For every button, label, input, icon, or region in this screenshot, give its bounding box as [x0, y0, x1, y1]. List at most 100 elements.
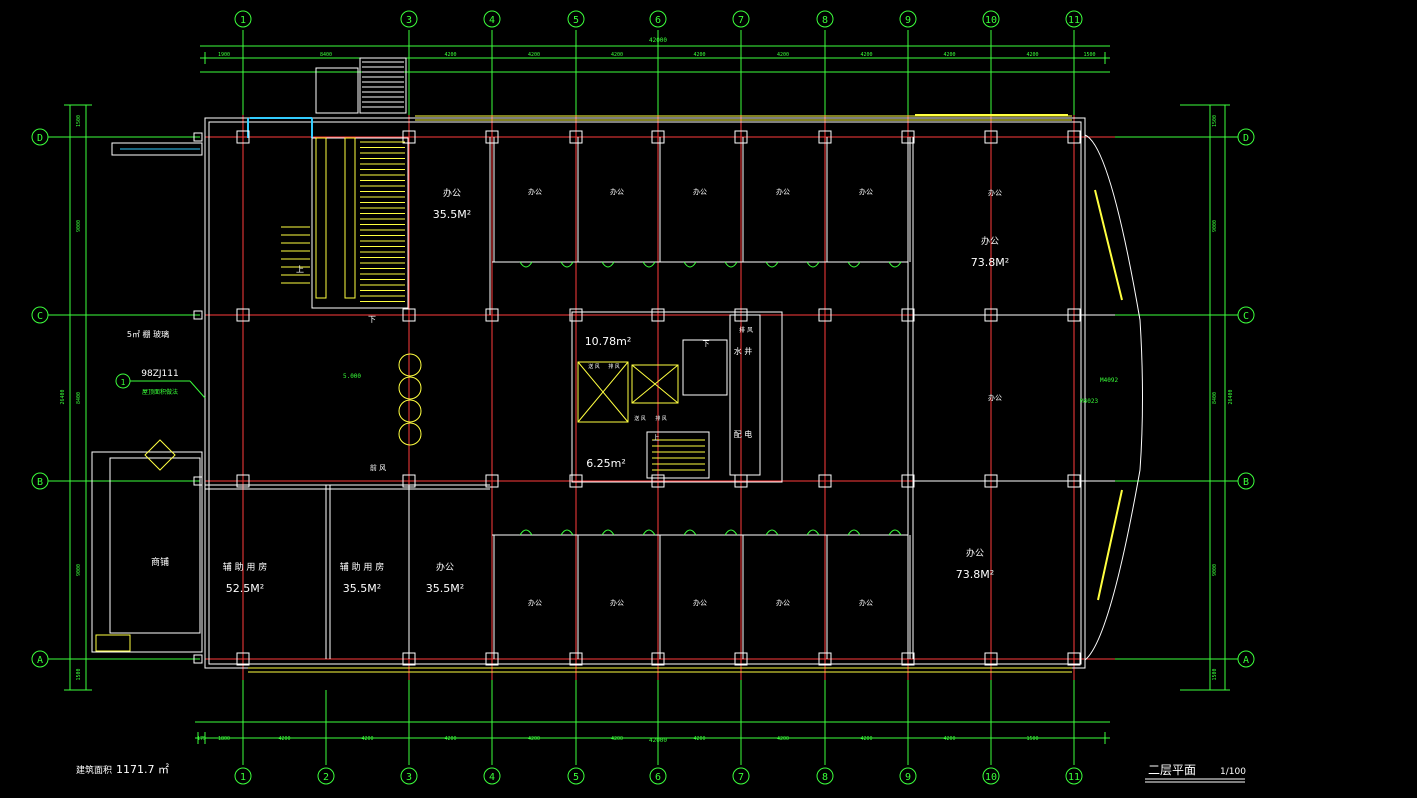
dim-text-left: 1500 [76, 115, 82, 127]
axis-bubble-top [400, 10, 418, 28]
dim-total-top: 42000 [649, 37, 667, 44]
detail-note: 屋顶面积做法 [142, 388, 178, 396]
room-name: 办公 [981, 235, 999, 247]
axis-bubble-bottom [899, 767, 917, 785]
column [651, 652, 665, 666]
elevator-x [631, 364, 679, 404]
column [193, 132, 203, 142]
room-label: 配 电 [734, 429, 753, 439]
axis-label-top: 8 [822, 15, 828, 26]
shaft-label: 排 风 [608, 363, 620, 370]
axis-label-left: D [37, 133, 43, 144]
shop-vent [95, 634, 131, 652]
outer-wall [204, 117, 1086, 669]
shop-inner [109, 457, 201, 634]
escalator-1 [315, 137, 327, 299]
axis-label-left: B [37, 477, 43, 488]
axis-label-right: D [1243, 133, 1249, 144]
door-arc [806, 529, 820, 536]
axis-bubble-top [234, 10, 252, 28]
dim-text-top: 4200 [777, 52, 789, 58]
axis-bubble-bottom [317, 767, 335, 785]
column [734, 474, 748, 488]
axis-bubble-top [567, 10, 585, 28]
axis-bubble-left [31, 650, 49, 668]
door-arc [888, 261, 902, 268]
door-arc [642, 529, 656, 536]
room-area: 73.8M² [971, 256, 1009, 269]
room-name: 办公 [776, 598, 790, 607]
column [818, 308, 832, 322]
dim-text-right: 8400 [1212, 392, 1218, 404]
column [193, 654, 203, 664]
dim-text-top: 4200 [1026, 52, 1038, 58]
outer-wall-inner [208, 121, 1082, 665]
dim-text-left: 8400 [76, 392, 82, 404]
room-area: 35.5M² [433, 208, 471, 221]
column [651, 308, 665, 322]
axis-label-bottom: 4 [489, 772, 495, 783]
axis-bubble-top [982, 10, 1000, 28]
column [818, 130, 832, 144]
axis-label-top: 9 [905, 15, 911, 26]
room-label: 水 井 [734, 346, 753, 356]
axis-bubble-right [1237, 472, 1255, 490]
column [734, 308, 748, 322]
axis-label-bottom: 10 [985, 772, 997, 783]
core-wall [571, 311, 783, 483]
axis-label-bottom: 7 [738, 772, 744, 783]
axis-bubble-right [1237, 128, 1255, 146]
column [402, 652, 416, 666]
axis-label-right: C [1243, 311, 1249, 322]
axis-bubble-bottom [649, 767, 667, 785]
shaft-label: 排 风 [655, 415, 667, 422]
door-arc [560, 261, 574, 268]
dim-text-bottom: 4200 [777, 736, 789, 742]
door-arc [519, 261, 533, 268]
axis-bubble-bottom [400, 767, 418, 785]
axis-label-top: 6 [655, 15, 661, 26]
axis-label-right: B [1243, 477, 1249, 488]
room-area: 73.8M² [956, 568, 994, 581]
detail-ref: 98ZJ111 [141, 369, 178, 379]
column [402, 308, 416, 322]
door-arc [560, 529, 574, 536]
axis-label-bottom: 6 [655, 772, 661, 783]
axis-label-bottom: 11 [1068, 772, 1080, 783]
level-mark: 5.000 [343, 373, 361, 380]
dim-text-bottom: 4200 [278, 736, 290, 742]
column [901, 130, 915, 144]
column [193, 310, 203, 320]
axis-label-top: 7 [738, 15, 744, 26]
column [485, 308, 499, 322]
column [569, 474, 583, 488]
axis-bubble-left [31, 128, 49, 146]
axis-bubble-top [649, 10, 667, 28]
dim-text-right: 9000 [1212, 564, 1218, 576]
room-name: 办公 [988, 188, 1002, 197]
room-area: 35.5M² [343, 582, 381, 595]
room-name: 办公 [610, 598, 624, 607]
room-name: 商铺 [151, 556, 169, 568]
door-swing [398, 353, 422, 377]
east-window [1094, 189, 1123, 601]
column [485, 130, 499, 144]
axis-label-bottom: 8 [822, 772, 828, 783]
dim-text-top: 8400 [320, 52, 332, 58]
plan-title: 二层平面 [1148, 763, 1196, 777]
room-name: 办公 [528, 598, 542, 607]
core-stair [682, 339, 728, 396]
column [569, 130, 583, 144]
roof-stair [359, 57, 407, 114]
dim-text-bottom: 4200 [361, 736, 373, 742]
fixtures [144, 61, 902, 536]
elevator-1 [577, 361, 629, 423]
room-name: 办公 [693, 598, 707, 607]
column [485, 652, 499, 666]
dim-text-right: 1500 [1212, 668, 1218, 680]
entry-door [144, 439, 176, 471]
room-name: 办公 [443, 187, 461, 199]
room-area: 6.25m² [586, 457, 626, 470]
dim-text-bottom: 175 [197, 736, 206, 742]
core-stair-2 [646, 431, 710, 479]
